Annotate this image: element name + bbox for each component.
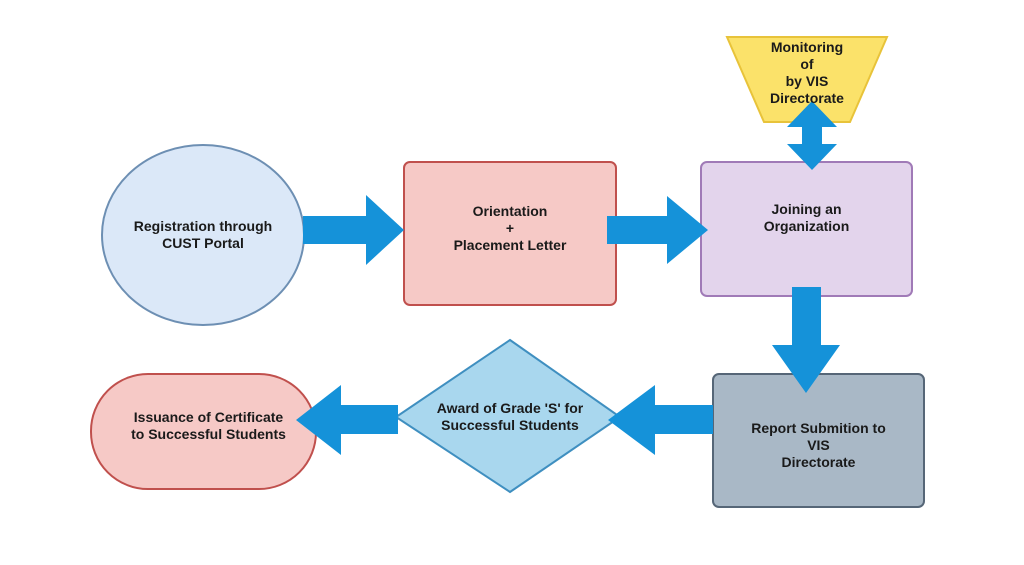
report-node	[712, 373, 925, 508]
orientation-node	[403, 161, 617, 306]
registration-node	[101, 144, 305, 326]
arrow-orientation-to-joining	[607, 196, 708, 264]
arrow-grade-to-certificate	[296, 385, 398, 455]
arrow-joining-monitoring-bidirectional	[787, 101, 837, 170]
arrow-report-to-grade	[608, 385, 713, 455]
monitoring-node	[725, 36, 889, 123]
joining-node	[700, 161, 913, 297]
certificate-node	[90, 373, 317, 490]
arrow-joining-to-report	[772, 287, 840, 393]
grade-node	[394, 338, 622, 494]
arrow-registration-to-orientation	[303, 195, 404, 265]
